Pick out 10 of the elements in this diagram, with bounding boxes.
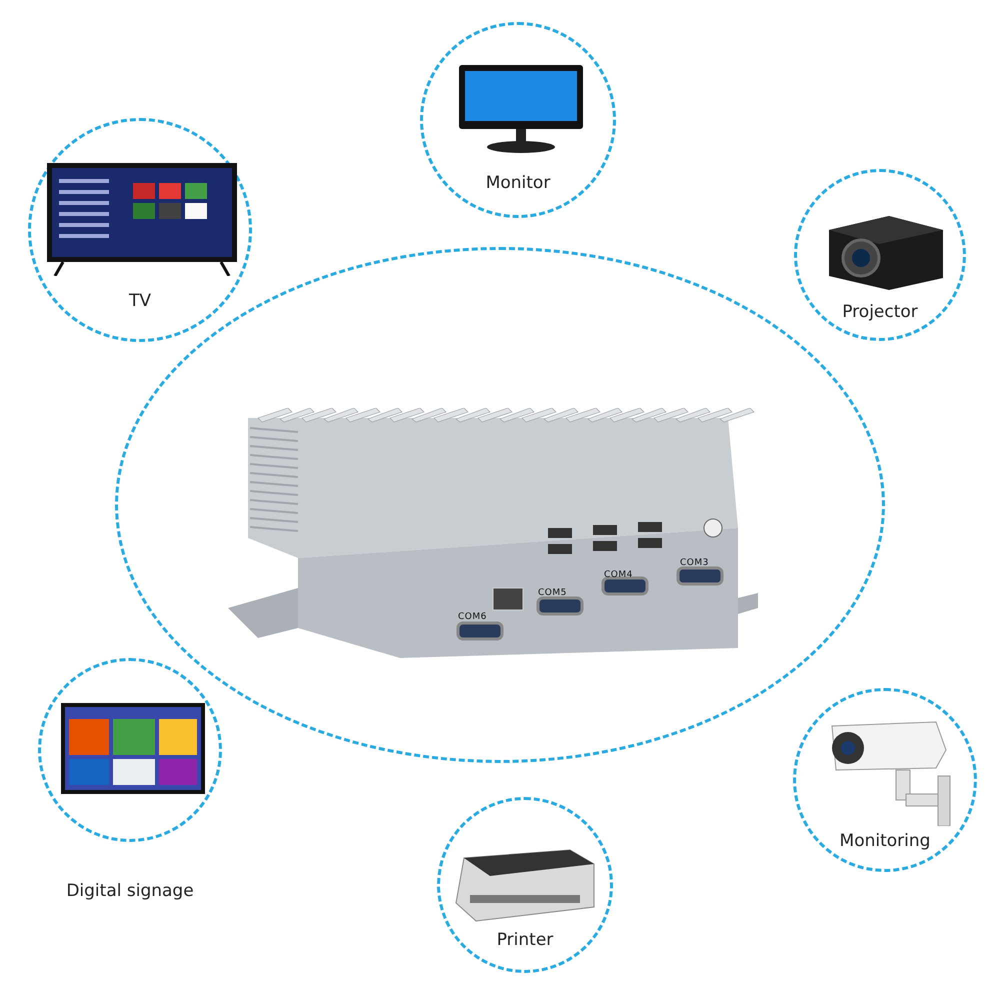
device-label: Projector [842,302,918,322]
device-label: Monitor [486,173,550,193]
device-label: Printer [496,930,554,950]
port-label: COM3 [680,558,709,568]
device-label: TV [129,291,151,311]
port-label: COM5 [538,588,567,598]
device-label: Monitoring [840,831,930,851]
port-label: COM6 [458,612,487,622]
device-label: Digital signage [66,881,194,901]
port-label: COM4 [604,570,633,580]
